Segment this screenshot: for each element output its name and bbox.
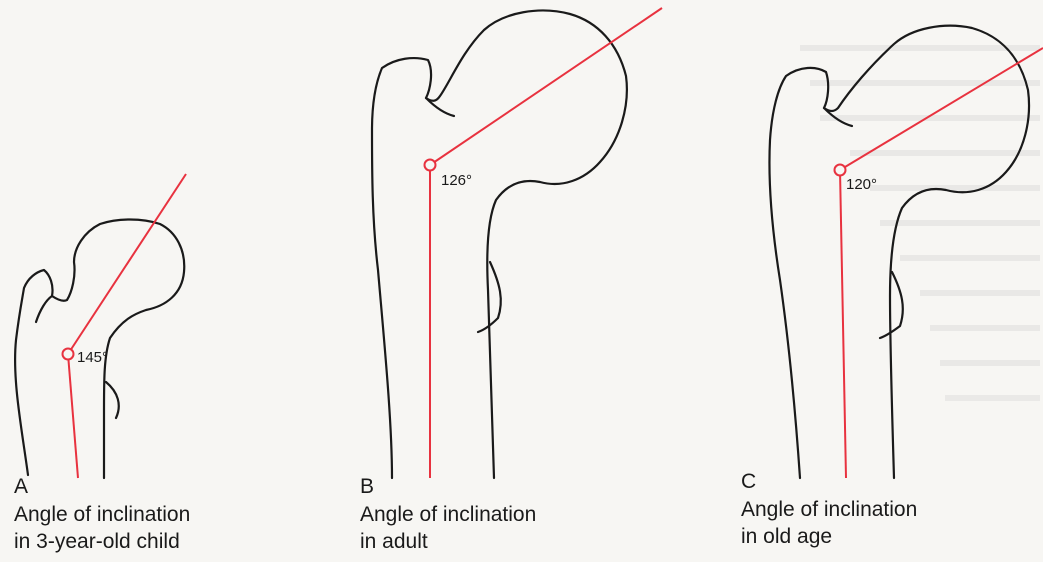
panel-letter-a: A bbox=[14, 475, 28, 499]
panel-letter-b: B bbox=[360, 475, 374, 499]
axis-old bbox=[835, 48, 1043, 478]
caption-b-line2: in adult bbox=[360, 528, 428, 555]
femur-old-trochanter-minor bbox=[880, 272, 903, 338]
caption-b-line1: Angle of inclination bbox=[360, 501, 536, 528]
femur-child-medial-inner bbox=[36, 296, 52, 322]
femur-child-trochanter-minor bbox=[106, 382, 119, 418]
caption-a-line1: Angle of inclination bbox=[14, 501, 190, 528]
femur-adult-neck-line bbox=[426, 98, 454, 116]
angle-label-c: 120° bbox=[846, 176, 877, 193]
caption-c-line2: in old age bbox=[741, 523, 832, 550]
femur-old bbox=[769, 26, 1029, 478]
background-texture bbox=[800, 45, 1040, 401]
femur-adult bbox=[372, 11, 627, 478]
femur-adult-lateral-outline bbox=[372, 11, 627, 478]
panel-letter-c: C bbox=[741, 470, 756, 494]
caption-c-line1: Angle of inclination bbox=[741, 496, 917, 523]
caption-a-line2: in 3-year-old child bbox=[14, 528, 180, 555]
angle-label-b: 126° bbox=[441, 172, 472, 189]
angle-label-a: 145° bbox=[77, 349, 108, 366]
femur-old-lateral-outline bbox=[769, 26, 1029, 478]
